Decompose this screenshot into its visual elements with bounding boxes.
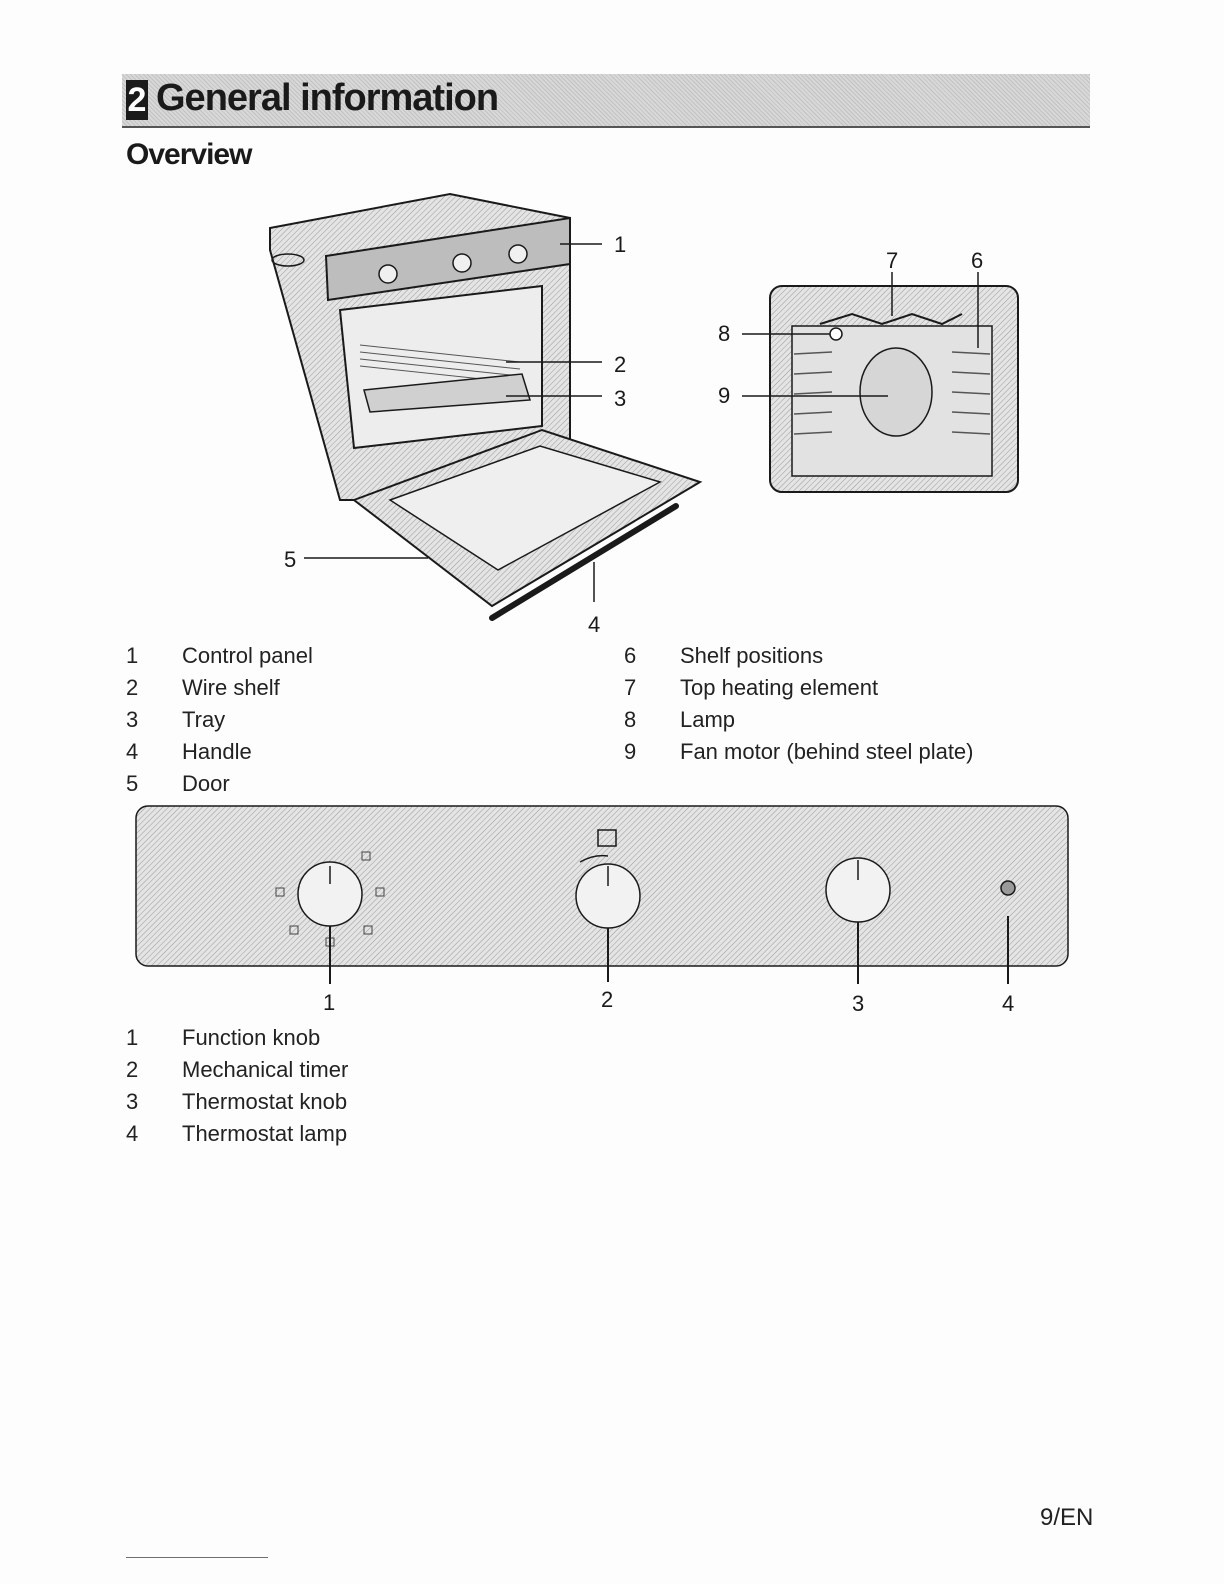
control-panel-illustration: 1 2 3 4: [130, 800, 1074, 1022]
legend-label: Shelf positions: [680, 640, 823, 672]
legend-label: Mechanical timer: [182, 1054, 348, 1086]
oven-callout-5: 5: [284, 547, 296, 572]
cavity-callout-6: 6: [971, 248, 983, 273]
oven-illustration: 1 2 3 4 5: [230, 190, 710, 640]
list-item: 3 Tray: [126, 704, 546, 736]
list-item: 9 Fan motor (behind steel plate): [624, 736, 1084, 768]
legend-number: 8: [624, 704, 636, 736]
legend-number: 2: [126, 1054, 138, 1086]
legend-number: 6: [624, 640, 636, 672]
section-number: 2: [126, 80, 148, 120]
legend-number: 1: [126, 640, 138, 672]
cavity-illustration: 7 6 8 9: [712, 244, 1032, 500]
oven-callout-3: 3: [614, 386, 626, 411]
list-item: 6 Shelf positions: [624, 640, 1084, 672]
cavity-callout-8: 8: [718, 321, 730, 346]
panel-callout-1: 1: [323, 990, 335, 1015]
legend-number: 3: [126, 704, 138, 736]
legend-label: Door: [182, 768, 230, 800]
list-item: 4 Thermostat lamp: [126, 1118, 546, 1150]
parts-legend-right: 6 Shelf positions 7 Top heating element 8 L…: [624, 640, 1084, 768]
list-item: 2 Mechanical timer: [126, 1054, 546, 1086]
list-item: 7 Top heating element: [624, 672, 1084, 704]
list-item: 2 Wire shelf: [126, 672, 546, 704]
legend-label: Function knob: [182, 1022, 320, 1054]
list-item: 5 Door: [126, 768, 546, 800]
legend-label: Thermostat lamp: [182, 1118, 347, 1150]
parts-legend-left: 1 Control panel 2 Wire shelf 3 Tray 4 Handle…: [126, 640, 546, 800]
panel-callout-3: 3: [852, 991, 864, 1016]
legend-label: Handle: [182, 736, 252, 768]
legend-label: Fan motor (behind steel plate): [680, 736, 974, 768]
section-title: General information: [156, 77, 498, 120]
cavity-callout-9: 9: [718, 383, 730, 408]
legend-number: 7: [624, 672, 636, 704]
oven-callout-2: 2: [614, 352, 626, 377]
legend-number: 4: [126, 736, 138, 768]
legend-label: Thermostat knob: [182, 1086, 347, 1118]
legend-number: 2: [126, 672, 138, 704]
legend-label: Tray: [182, 704, 225, 736]
list-item: 4 Handle: [126, 736, 546, 768]
page-number: 9/EN: [1040, 1504, 1093, 1532]
oven-callout-4: 4: [588, 612, 600, 637]
list-item: 1 Function knob: [126, 1022, 546, 1054]
cavity-callout-7: 7: [886, 248, 898, 273]
list-item: 1 Control panel: [126, 640, 546, 672]
list-item: 3 Thermostat knob: [126, 1086, 546, 1118]
footer-rule: [126, 1557, 268, 1558]
section-header: 2 General information: [122, 74, 1090, 128]
legend-number: 4: [126, 1118, 138, 1150]
panel-callout-2: 2: [601, 987, 613, 1012]
legend-number: 5: [126, 768, 138, 800]
legend-number: 1: [126, 1022, 138, 1054]
list-item: 8 Lamp: [624, 704, 1084, 736]
legend-number: 9: [624, 736, 636, 768]
subheading-overview: Overview: [126, 138, 251, 172]
legend-label: Top heating element: [680, 672, 878, 704]
oven-callout-1: 1: [614, 232, 626, 257]
panel-callout-4: 4: [1002, 991, 1014, 1016]
legend-label: Lamp: [680, 704, 735, 736]
legend-label: Wire shelf: [182, 672, 280, 704]
legend-number: 3: [126, 1086, 138, 1118]
legend-label: Control panel: [182, 640, 313, 672]
